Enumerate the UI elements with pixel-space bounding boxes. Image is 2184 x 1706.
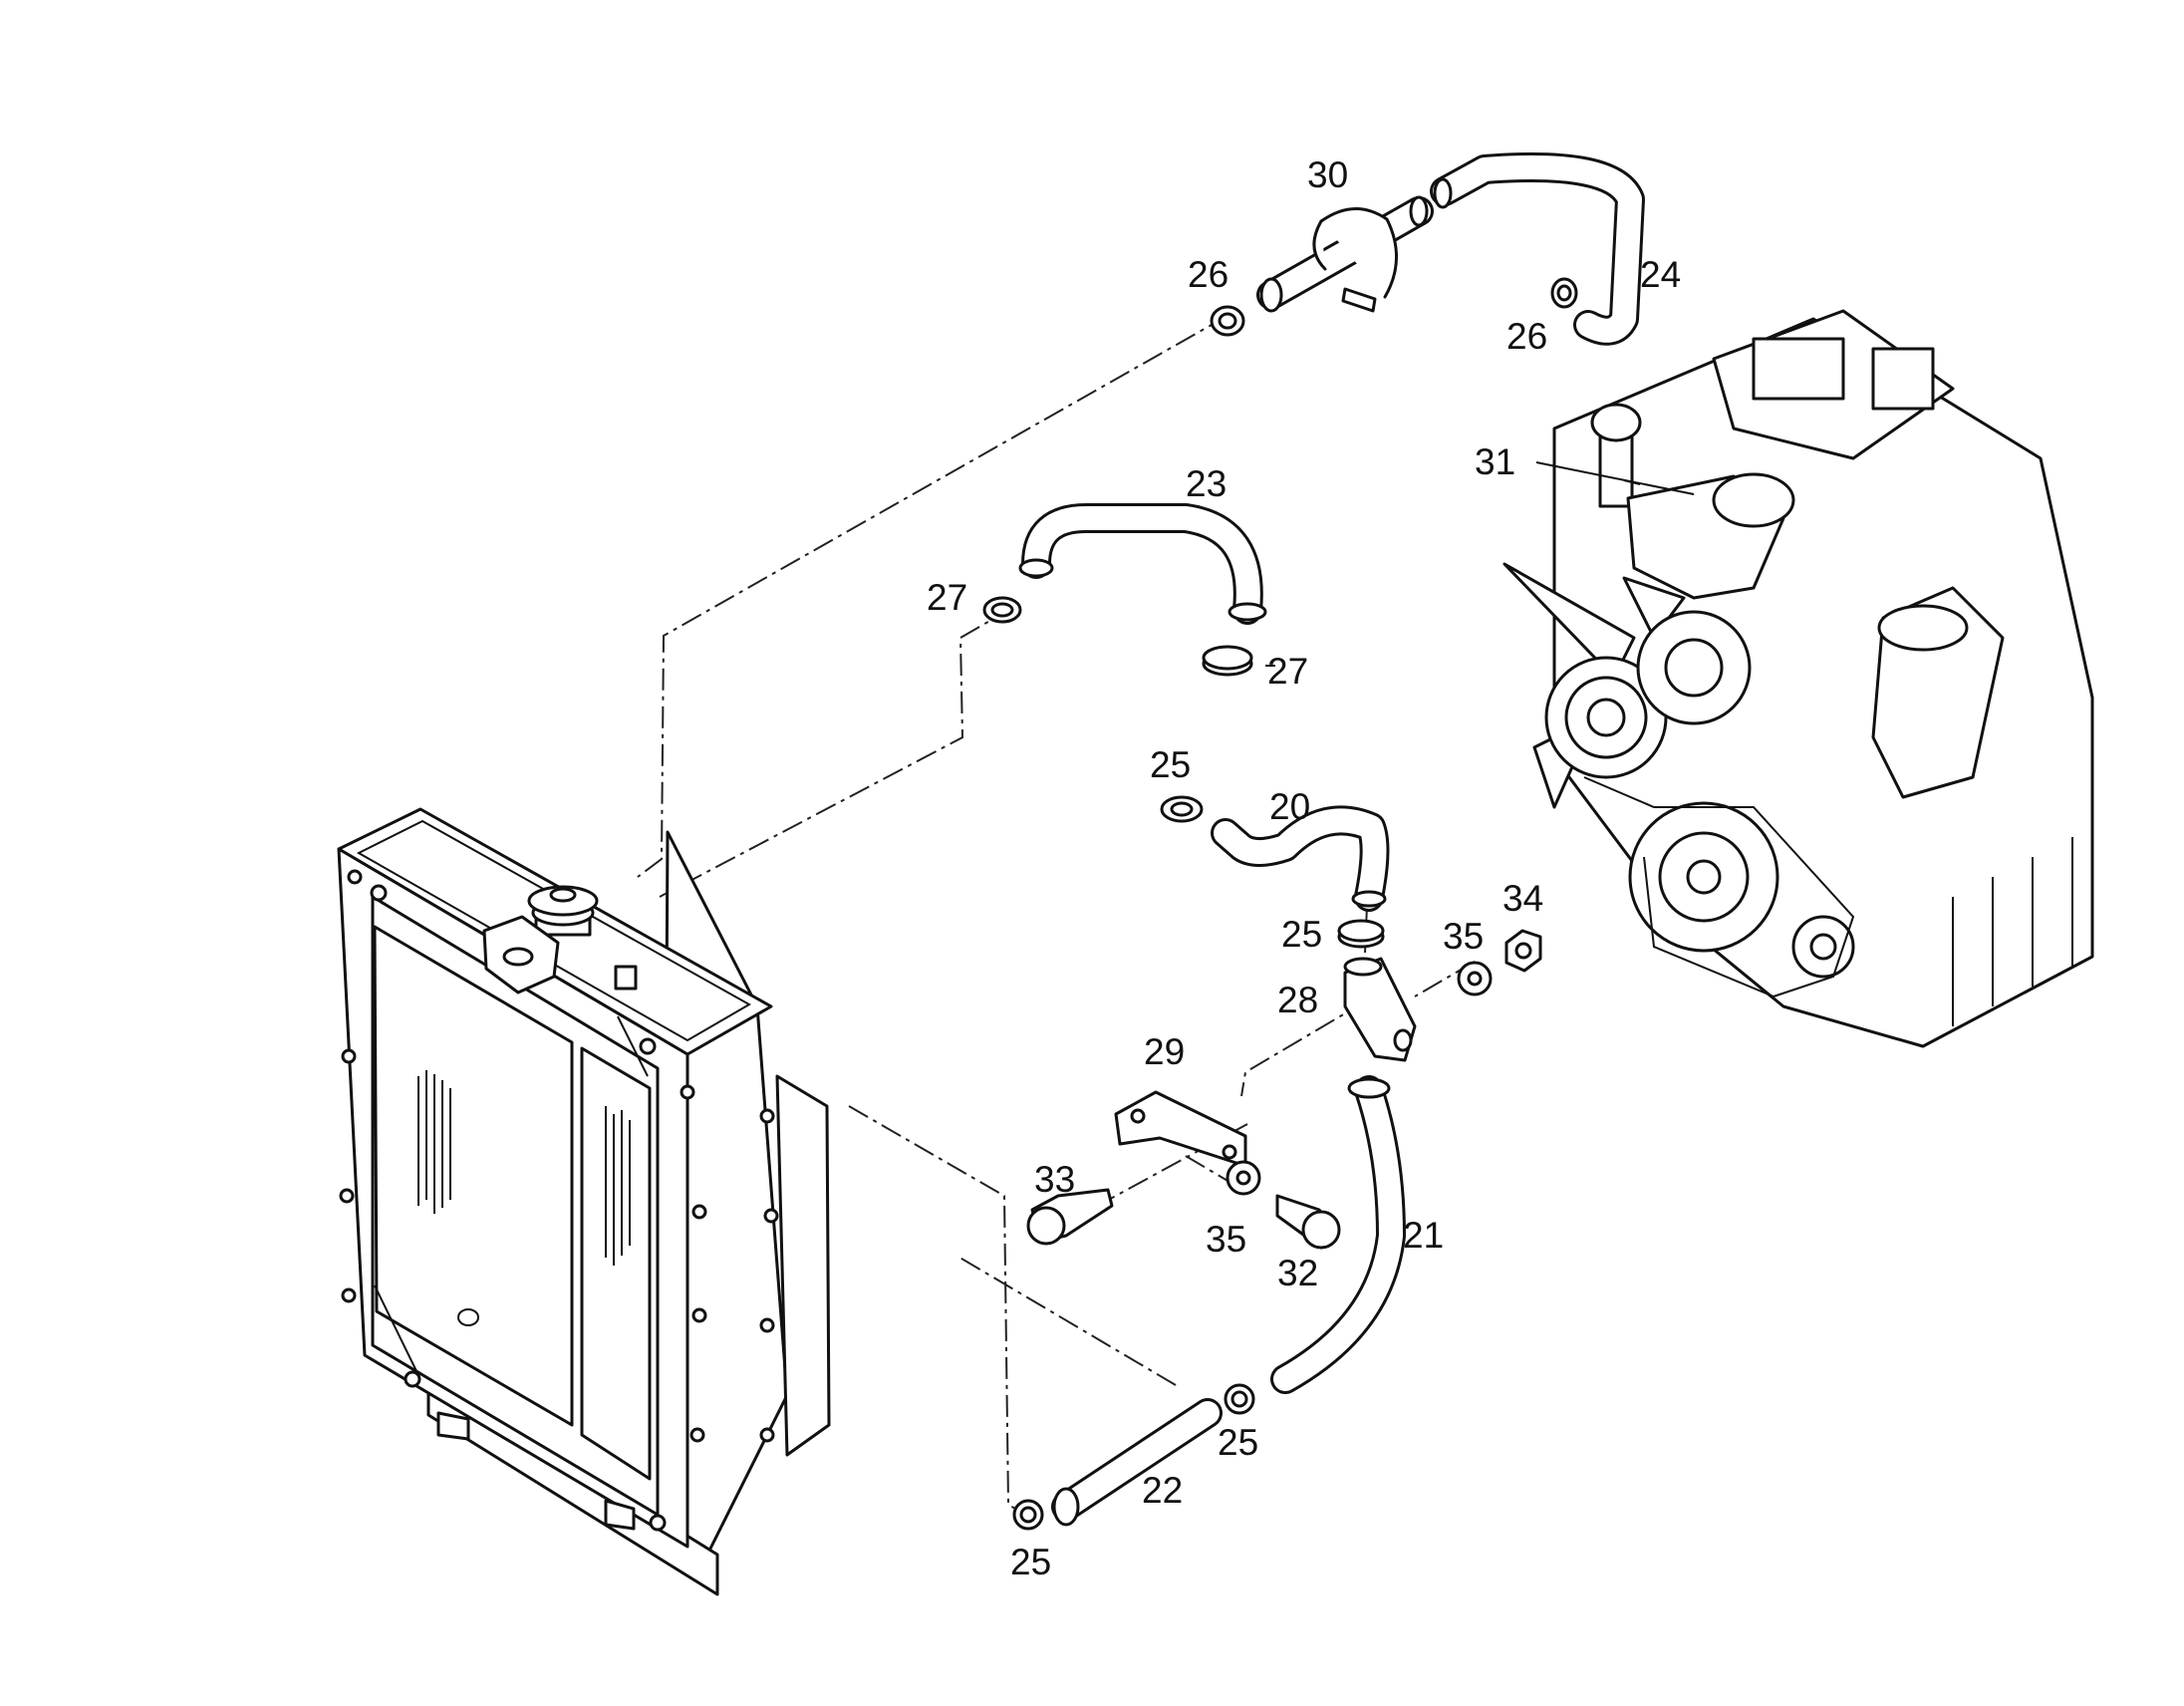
label-35-lower: 35 xyxy=(1206,1219,1246,1260)
pipe-30 xyxy=(1256,195,1434,313)
hose-clamp-26-left xyxy=(1210,305,1245,337)
hose-clamp-27-right xyxy=(1202,645,1253,677)
label-26-right: 26 xyxy=(1506,316,1547,357)
radiator-assembly xyxy=(337,807,831,1596)
label-29: 29 xyxy=(1144,1031,1185,1072)
hose-clamp-25-lower xyxy=(1224,1383,1255,1415)
bolt-32 xyxy=(1275,1194,1341,1250)
hose-24 xyxy=(1430,152,1645,346)
part-number-labels: 30 26 24 26 31 23 27 27 25 20 34 25 35 2… xyxy=(927,154,1681,1582)
label-27-left: 27 xyxy=(927,577,967,618)
label-31: 31 xyxy=(1475,441,1515,482)
label-35-upper: 35 xyxy=(1443,916,1484,957)
label-30: 30 xyxy=(1307,154,1348,195)
hose-clamp-25-top xyxy=(1160,795,1204,823)
engine-assembly xyxy=(1502,309,2094,1048)
hose-clamp-25-bottom xyxy=(1012,1499,1044,1531)
hose-clamp-26-right xyxy=(1550,277,1578,309)
label-25-lower: 25 xyxy=(1218,1422,1258,1463)
hose-23 xyxy=(1018,503,1267,625)
label-28: 28 xyxy=(1277,980,1318,1020)
label-25-top: 25 xyxy=(1150,744,1191,785)
label-25-mid: 25 xyxy=(1281,914,1322,955)
label-32: 32 xyxy=(1277,1253,1318,1293)
label-22: 22 xyxy=(1142,1470,1183,1511)
label-27-right: 27 xyxy=(1267,651,1308,692)
bracket-29 xyxy=(1114,1090,1247,1168)
label-33: 33 xyxy=(1034,1159,1075,1200)
label-26-left: 26 xyxy=(1188,254,1228,295)
label-20: 20 xyxy=(1269,786,1310,827)
bolt-33 xyxy=(1026,1188,1114,1246)
hose-clamp-27-left xyxy=(982,596,1022,624)
tee-connector-28 xyxy=(1343,957,1417,1062)
pipe-22 xyxy=(1051,1398,1223,1527)
hose-21 xyxy=(1270,1075,1406,1394)
label-23: 23 xyxy=(1186,463,1227,504)
radiator-cap-icon xyxy=(527,885,599,937)
nut-34 xyxy=(1504,929,1542,973)
label-21: 21 xyxy=(1403,1215,1444,1256)
label-24: 24 xyxy=(1640,254,1681,295)
label-25-bottom: 25 xyxy=(1010,1542,1051,1582)
washer-35-lower xyxy=(1226,1160,1261,1196)
label-34: 34 xyxy=(1502,878,1543,919)
hose-20 xyxy=(1211,805,1390,912)
hose-clamp-25-mid xyxy=(1337,919,1385,949)
label-leaders xyxy=(1265,461,1695,667)
washer-35-upper xyxy=(1457,961,1493,996)
